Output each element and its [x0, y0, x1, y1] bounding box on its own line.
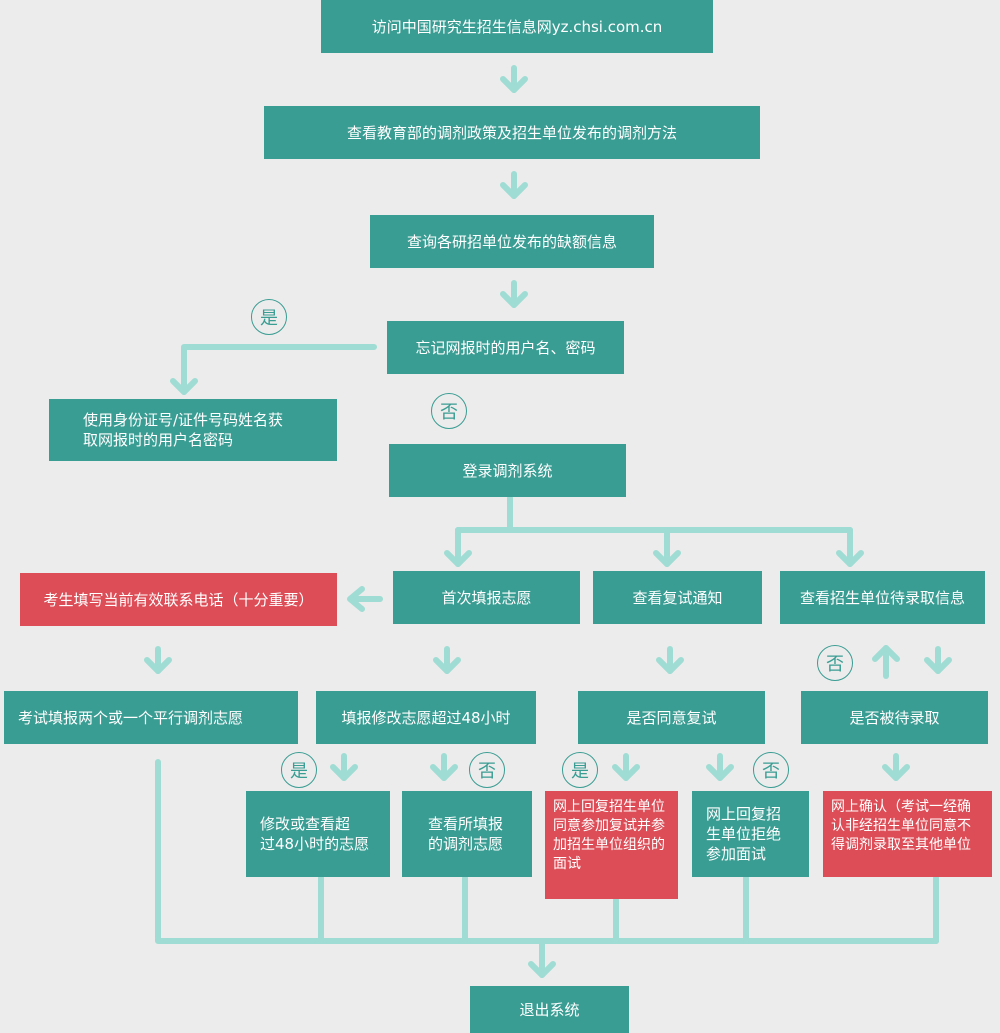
step-exit-system: 退出系统 [470, 986, 629, 1033]
yes-badge-forgot: 是 [251, 299, 287, 335]
step-modify-or-view: 修改或查看超 过48小时的志愿 [246, 791, 390, 877]
step-pending-admission: 是否被待录取 [801, 691, 988, 744]
yes-badge-over-48h: 是 [281, 752, 317, 788]
step-visit-site: 访问中国研究生招生信息网yz.chsi.com.cn [321, 0, 713, 53]
step-agree-retest: 是否同意复试 [578, 691, 765, 744]
step-reject-retest: 网上回复招 生单位拒绝 参加面试 [692, 791, 809, 877]
step-login-system: 登录调剂系统 [389, 444, 626, 497]
no-badge-forgot: 否 [431, 393, 467, 429]
step-check-vacancies: 查询各研招单位发布的缺额信息 [370, 215, 654, 268]
yes-badge-retest: 是 [562, 752, 598, 788]
step-view-filled: 查看所填报 的调剂志愿 [402, 791, 532, 877]
step-view-retest-notice: 查看复试通知 [593, 571, 762, 624]
step-contact-phone: 考生填写当前有效联系电话（十分重要） [20, 573, 337, 626]
connector-collector [155, 759, 939, 944]
no-badge-over-48h: 否 [469, 752, 505, 788]
step-confirm-admission: 网上确认（考试一经确认非经招生单位同意不得调剂录取至其他单位 [823, 791, 992, 877]
step-check-policy: 查看教育部的调剂政策及招生单位发布的调剂方法 [264, 106, 760, 159]
no-badge-retest: 否 [753, 752, 789, 788]
connector-forgot-yes [181, 344, 377, 378]
step-fill-choices: 考试填报两个或一个平行调剂志愿 [4, 691, 298, 744]
no-badge-admission: 否 [817, 645, 853, 681]
step-accept-retest: 网上回复招生单位同意参加复试并参加招生单位组织的面试 [545, 791, 678, 899]
step-forgot-credentials: 忘记网报时的用户名、密码 [387, 321, 624, 374]
step-view-admission-info: 查看招生单位待录取信息 [780, 571, 985, 624]
step-recover-credentials: 使用身份证号/证件号码姓名获 取网报时的用户名密码 [49, 399, 337, 461]
step-over-48h: 填报修改志愿超过48小时 [316, 691, 536, 744]
step-first-application: 首次填报志愿 [393, 571, 580, 624]
